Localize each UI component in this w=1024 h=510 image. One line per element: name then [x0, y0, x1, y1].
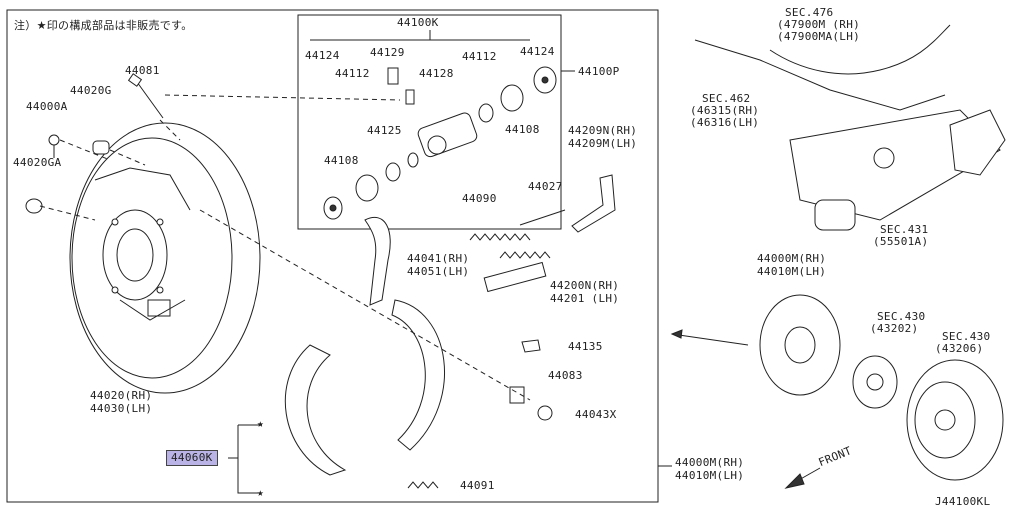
label-44124b: 44124	[520, 45, 555, 58]
arrow-head	[670, 329, 683, 339]
label-44091: 44091	[460, 479, 495, 492]
label-44000M-main: 44000M(RH)	[675, 456, 745, 469]
bolt-44000A	[48, 134, 60, 158]
front-arrow	[784, 467, 821, 489]
star-marker-2: ★	[257, 486, 264, 499]
arrow	[671, 333, 749, 346]
label-44020: 44020(RH)	[90, 389, 153, 402]
label-44083: 44083	[548, 369, 583, 382]
label-44027: 44027	[528, 180, 563, 193]
vehicle-rear-suspension	[694, 24, 1006, 231]
label-44209M: 44209M(LH)	[568, 137, 638, 150]
label-44060K-highlight[interactable]: 44060K	[166, 450, 218, 466]
pin-retainers	[509, 339, 553, 421]
label-44209N: 44209N(RH)	[568, 124, 638, 137]
label-sec431: SEC.431	[880, 223, 929, 236]
springs	[407, 209, 566, 489]
label-sec462: SEC.462	[702, 92, 751, 105]
label-44030: 44030(LH)	[90, 402, 153, 415]
label-44201: 44201 (LH)	[550, 292, 620, 305]
bolt-44081	[127, 73, 164, 119]
label-44112b: 44112	[462, 50, 497, 63]
label-44200N: 44200N(RH)	[550, 279, 620, 292]
leader	[164, 94, 401, 101]
wheel-cylinder	[417, 112, 478, 158]
label-44041: 44041(RH)	[407, 252, 470, 265]
hub	[852, 355, 898, 409]
drum	[906, 359, 1004, 481]
leader	[159, 119, 181, 141]
label-44100K: 44100K	[397, 16, 439, 29]
label-sec476: SEC.476	[785, 6, 834, 19]
label-44010M-main: 44010M(LH)	[675, 469, 745, 482]
label-44090: 44090	[462, 192, 497, 205]
label-44129: 44129	[370, 46, 405, 59]
label-43206: (43206)	[935, 342, 984, 355]
note-text: 注）★印の構成部品は非販売です。	[14, 19, 193, 32]
label-44135: 44135	[568, 340, 603, 353]
label-44051: 44051(LH)	[407, 265, 470, 278]
brake-shoe-front	[284, 344, 347, 476]
bracket	[237, 425, 262, 494]
label-47900MA: (47900MA(LH)	[777, 30, 861, 43]
brake-shoe-rear	[391, 299, 445, 451]
label-sec430a: SEC.430	[877, 310, 926, 323]
label-44112a: 44112	[335, 67, 370, 80]
label-44081: 44081	[125, 64, 160, 77]
leader	[199, 209, 531, 401]
leader	[39, 205, 96, 221]
label-44020G: 44020G	[70, 84, 112, 97]
cylinder-cups	[323, 66, 557, 220]
strut	[483, 261, 547, 293]
label-44000M-right: 44000M(RH)	[757, 252, 827, 265]
main-frame	[6, 9, 659, 503]
label-44100P: 44100P	[578, 65, 620, 78]
diagram-id: J44100KL	[935, 495, 991, 508]
parking-lever	[364, 217, 391, 306]
label-44108b: 44108	[505, 123, 540, 136]
brake-assembly-small	[759, 294, 841, 396]
label-44125: 44125	[367, 124, 402, 137]
label-44020GA: 44020GA	[13, 156, 62, 169]
label-55501A: (55501A)	[873, 235, 929, 248]
label-46315: (46315(RH)	[690, 104, 760, 117]
adjuster-lever	[571, 174, 616, 233]
label-44124a: 44124	[305, 49, 340, 62]
label-44000A: 44000A	[26, 100, 68, 113]
label-43202: (43202)	[870, 322, 919, 335]
cap-44020GA	[25, 198, 43, 214]
label-44128: 44128	[419, 67, 454, 80]
label-47900M: (47900M (RH)	[777, 18, 861, 31]
leader	[109, 149, 146, 166]
backing-plate	[69, 122, 261, 394]
label-44108a: 44108	[324, 154, 359, 167]
star-marker-1: ★	[257, 417, 264, 430]
cylinder-kit-box	[297, 14, 562, 230]
label-sec430b: SEC.430	[942, 330, 991, 343]
label-44043X: 44043X	[575, 408, 617, 421]
label-44010M-right: 44010M(LH)	[757, 265, 827, 278]
grommet-44020G	[92, 140, 110, 155]
label-46316: (46316(LH)	[690, 116, 760, 129]
